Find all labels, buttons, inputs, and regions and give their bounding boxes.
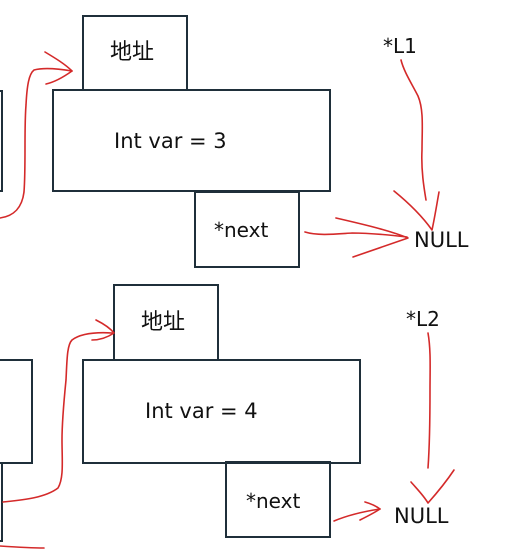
node2-next-arrowhead	[359, 501, 381, 521]
node1-next-link-stroke	[304, 231, 408, 238]
l2-pointer-arrowhead	[410, 469, 455, 504]
node2-partial-left-box	[0, 359, 33, 464]
node1-address-label: 地址	[110, 40, 155, 65]
node2-partial-bottom-box	[0, 462, 3, 542]
node1-value-label: Int var = 3	[114, 129, 227, 153]
node2-address-label: 地址	[141, 310, 186, 335]
node1-null-label: NULL	[414, 228, 469, 252]
node2-next-label: *next	[246, 489, 301, 513]
node2-pointer-label: *L2	[406, 307, 440, 331]
node1-pointer-label: *L1	[383, 34, 417, 58]
node1-incoming-arrowhead	[44, 51, 73, 85]
node1-next-box	[194, 191, 300, 268]
node2-next-box	[225, 461, 331, 538]
l1-pointer-arrowhead	[393, 190, 440, 231]
node1-partial-left-box	[0, 90, 3, 192]
l1-pointer-stroke	[400, 59, 427, 201]
node2-null-label: NULL	[394, 504, 449, 528]
node1-next-label: *next	[214, 218, 269, 242]
bottom-edge-stroke	[0, 545, 45, 549]
node2-value-label: Int var = 4	[145, 399, 258, 423]
node1-next-arrowhead	[335, 217, 409, 258]
node2-next-link-stroke	[333, 508, 381, 522]
l2-pointer-stroke	[427, 332, 431, 469]
node2-incoming-arrowhead	[91, 319, 115, 341]
